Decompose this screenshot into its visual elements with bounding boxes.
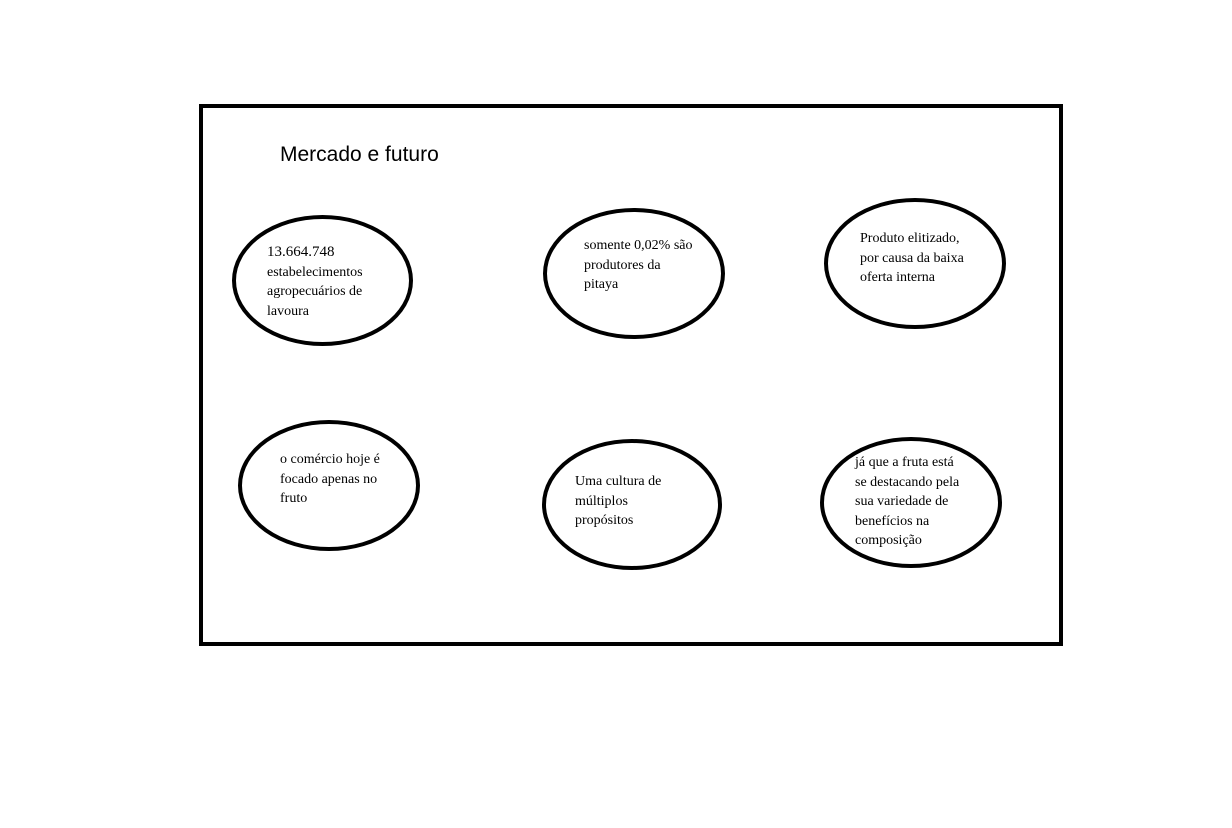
diagram-frame: [199, 104, 1063, 646]
ellipse-node-4: [238, 420, 420, 551]
diagram-title: Mercado e futuro: [280, 143, 439, 166]
node-2-text: somente 0,02% são produtores da pitaya: [584, 238, 693, 292]
ellipse-node-2: [543, 208, 725, 339]
node-6-text: já que a fruta está se destacando pela s…: [855, 455, 960, 548]
ellipse-node-3: [824, 198, 1006, 329]
ellipse-node-6: [820, 437, 1002, 568]
node-4-text: o comércio hoje é focado apenas no fruto: [280, 452, 380, 506]
node-3-text: Produto elitizado, por causa da baixa of…: [860, 231, 964, 285]
node-1-text: 13.664.748 estabelecimentos agropecuário…: [267, 244, 363, 319]
ellipse-node-5: [542, 439, 722, 570]
node-5-text: Uma cultura de múltiplos propósitos: [575, 474, 662, 528]
ellipse-node-1: [232, 215, 413, 346]
